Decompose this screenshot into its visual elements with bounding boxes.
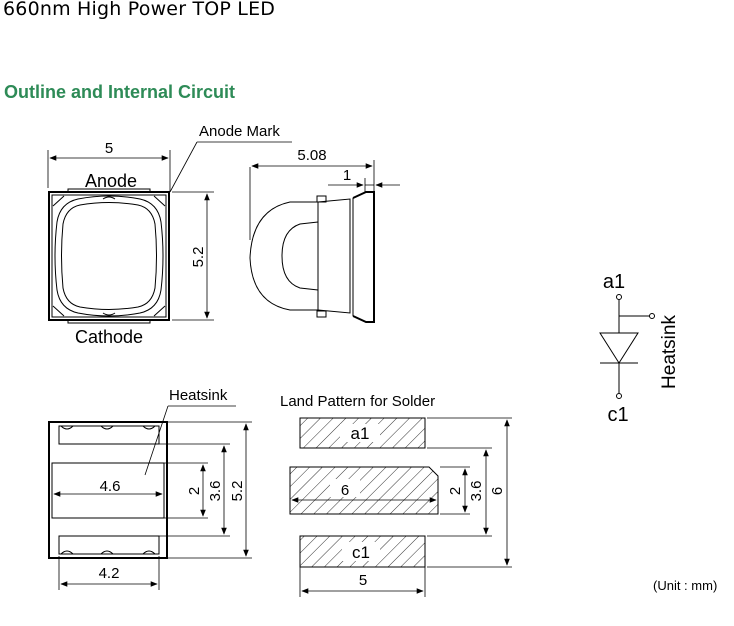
anode-label: Anode [85, 171, 137, 191]
cathode-label: Cathode [75, 327, 143, 347]
lens-outline [54, 195, 164, 317]
side-body [352, 191, 375, 323]
cathode-tab [67, 320, 151, 324]
circuit-cathode-label: c1 [607, 404, 628, 426]
lens-dome [249, 201, 318, 311]
land-total-height-value: 6 [489, 487, 506, 495]
bottom-view: 4.6 Heatsink 2 3.6 5.2 4.2 [48, 387, 252, 590]
land-center-width-value: 6 [341, 482, 349, 499]
land-center-height-value: 2 [447, 487, 464, 495]
top-height-value: 5.2 [190, 247, 207, 268]
circuit-anode-label: a1 [603, 271, 625, 293]
top-view: 5 Anode Cathode 5.2 Anode Mark [47, 123, 292, 347]
land-pattern: Land Pattern for Solder a1 6 c1 2 3.6 6 … [280, 393, 512, 597]
land-pad-c1-label: c1 [352, 543, 370, 562]
bottom-center-height-value: 3.6 [207, 481, 224, 502]
top-width-value: 5 [105, 140, 113, 157]
side-view: 5.08 1 [249, 147, 400, 323]
land-pad-width-value: 5 [359, 572, 367, 589]
bottom-pad-width-value: 4.6 [100, 478, 121, 495]
land-inner-height-value: 3.6 [468, 481, 485, 502]
land-pattern-title: Land Pattern for Solder [280, 393, 435, 410]
bottom-outline [48, 421, 168, 559]
land-pad-heatsink [289, 466, 439, 515]
bottom-width-value: 4.2 [99, 565, 120, 582]
heatsink-pad [51, 462, 165, 519]
document-title: 660nm High Power TOP LED [3, 0, 276, 20]
land-pad-a1 [299, 417, 426, 449]
land-pad-a1-label: a1 [351, 424, 370, 443]
circuit-heatsink-label: Heatsink [659, 315, 680, 389]
heatsink-label: Heatsink [169, 387, 228, 404]
side-thickness-value: 1 [343, 167, 351, 184]
unit-note: (Unit : mm) [653, 578, 718, 593]
side-length-value: 5.08 [297, 147, 326, 164]
anode-mark-label: Anode Mark [199, 123, 280, 140]
anode-mark-leader [169, 141, 198, 193]
bottom-total-height-value: 5.2 [229, 481, 246, 502]
anode-tab [67, 188, 151, 192]
diode-triangle [599, 332, 639, 364]
package-outline [48, 191, 170, 321]
section-title: Outline and Internal Circuit [4, 82, 236, 102]
bottom-pad-height-value: 2 [186, 487, 203, 495]
internal-circuit: a1 c1 Heatsink [599, 271, 680, 426]
